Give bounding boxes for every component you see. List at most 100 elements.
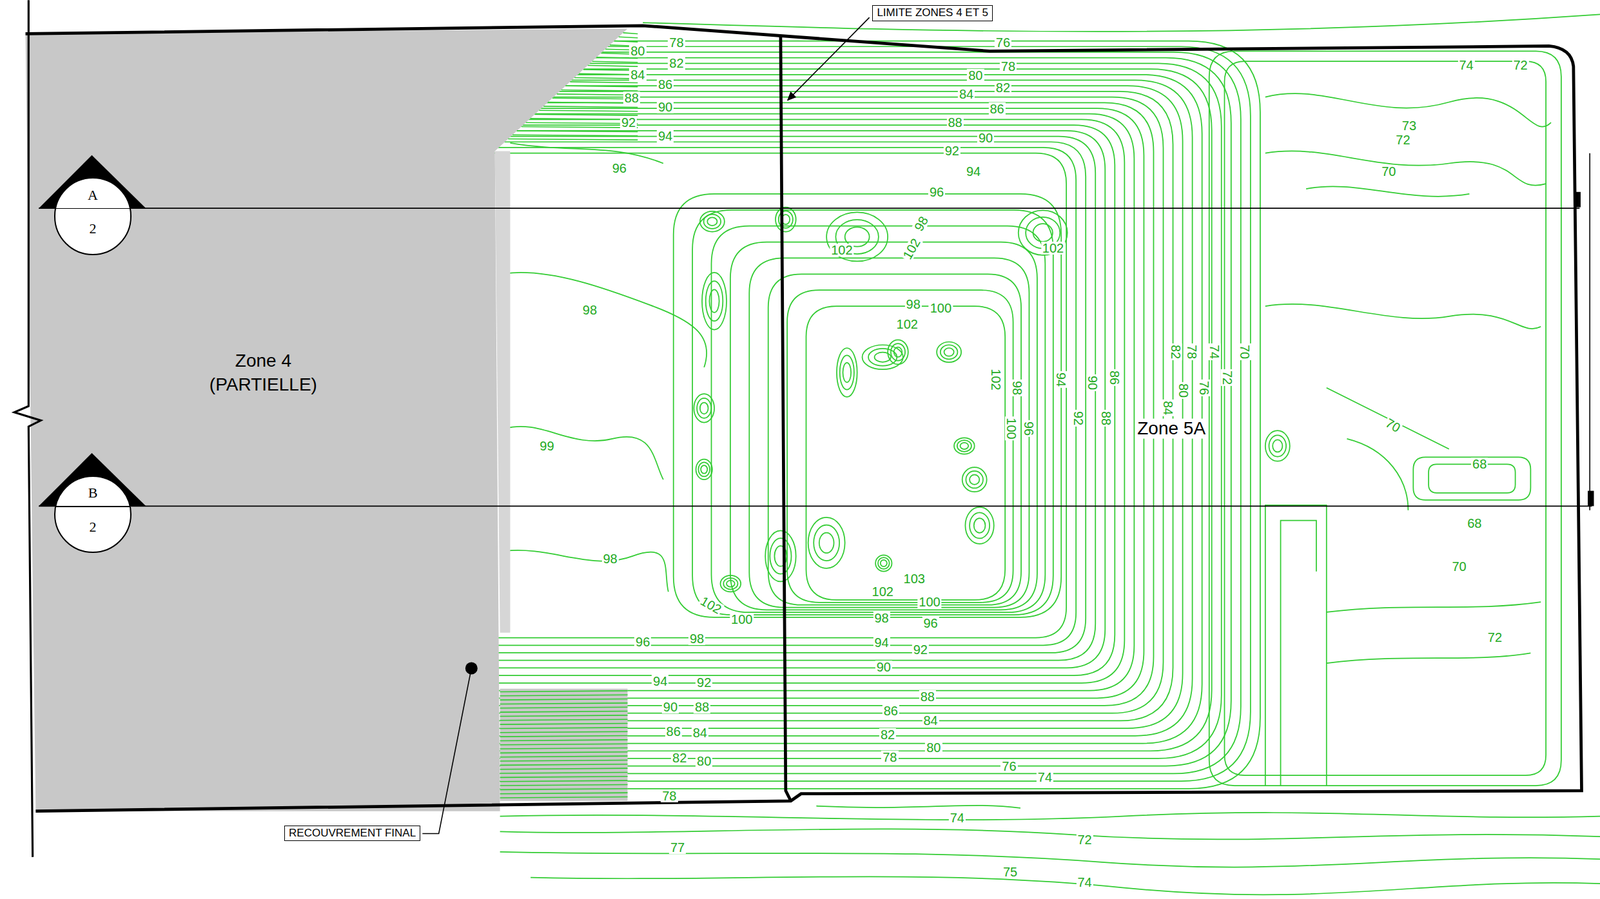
callout-box: RECOUVREMENT FINAL (284, 825, 421, 842)
contour-line (500, 768, 628, 770)
contour-elevation: 72 (1220, 369, 1234, 387)
contour-elevation: 70 (1380, 165, 1397, 178)
contour-elevation: 78 (881, 751, 898, 764)
contour-line (618, 36, 639, 39)
contour-line (969, 512, 990, 539)
contour-line (960, 442, 969, 450)
contour-line (703, 214, 722, 229)
contour-line (500, 703, 628, 705)
contour-line (569, 81, 638, 84)
contour-line (489, 130, 1105, 669)
zone-label: (PARTIELLE) (207, 374, 320, 395)
contour-elevation: 100 (928, 301, 953, 315)
contour-elevation: 74 (1208, 343, 1221, 361)
contour-line (500, 772, 628, 774)
contour-line (965, 471, 984, 489)
contour-elevation: 88 (946, 116, 964, 129)
contour-line (1272, 439, 1283, 452)
contour-line (500, 829, 1600, 840)
contour-line (936, 342, 962, 363)
contour-elevation: 76 (994, 36, 1012, 49)
zone-boundary (25, 25, 1582, 812)
contour-line (500, 715, 628, 717)
contour-elevation: 80 (695, 754, 713, 768)
contour-elevation: 88 (919, 690, 937, 704)
callout-text: RECOUVREMENT FINAL (288, 827, 416, 840)
contour-line (1224, 61, 1546, 776)
contour-line (805, 306, 1005, 601)
leader-dot (465, 662, 478, 675)
contour-line (707, 217, 717, 226)
contour-line (749, 257, 1029, 608)
contour-elevation: 90 (656, 100, 674, 114)
contour-line (500, 796, 628, 799)
contour-line (587, 65, 639, 68)
contour-elevation: 82 (671, 751, 688, 765)
contour-elevation: 84 (629, 68, 646, 82)
contour-elevation: 94 (873, 636, 891, 650)
contour-line (836, 348, 858, 398)
contour-elevation: 96 (634, 635, 652, 649)
property-line (1589, 153, 1591, 511)
contour-line (839, 355, 855, 390)
contour-line (489, 153, 1067, 639)
contour-elevation: 68 (1465, 517, 1483, 530)
callout-text: LIMITE ZONES 4 ET 5 (876, 7, 989, 20)
contour-line (489, 102, 1154, 706)
contour-line (711, 226, 1046, 613)
contour-elevation: 102 (899, 235, 924, 263)
contour-elevation: 86 (988, 102, 1005, 116)
contour-line (816, 805, 1021, 809)
contour-elevation: 92 (943, 144, 961, 158)
contour-elevation: 78 (1185, 343, 1199, 361)
contour-line (500, 694, 628, 697)
contour-line (808, 517, 846, 569)
contour-elevation: 68 (1471, 457, 1488, 471)
contour-line (517, 130, 638, 133)
contour-elevation: 98 (581, 303, 599, 317)
contour-elevation: 73 (1400, 119, 1418, 133)
contour-line (726, 580, 735, 588)
contour-elevation: 92 (912, 643, 929, 657)
contour-elevation: 77 (669, 841, 686, 855)
zone-region: Zone 5A (785, 45, 1577, 794)
contour-elevation: 80 (925, 741, 942, 755)
contour-elevation: 82 (879, 728, 897, 742)
contour-elevation: 88 (623, 91, 641, 105)
contour-elevation: 82 (994, 81, 1012, 95)
contour-line (500, 764, 628, 766)
hatch-group (500, 32, 639, 799)
contour-line (500, 699, 628, 701)
contour-line (1413, 457, 1531, 500)
contour-line (500, 711, 628, 713)
contour-line (500, 789, 628, 791)
contour-line (565, 85, 638, 88)
contour-line (696, 459, 713, 481)
contour-elevation: 80 (966, 68, 984, 82)
contour-elevation: 78 (667, 36, 685, 49)
contour-line (500, 756, 628, 758)
contour-elevation: 102 (1041, 241, 1065, 255)
contour-line (700, 402, 709, 415)
contour-line (500, 740, 628, 742)
contour-elevation: 74 (1076, 876, 1094, 889)
contour-line (875, 555, 892, 572)
contour-elevation: 86 (882, 704, 900, 718)
section-tick (1574, 192, 1581, 208)
contour-line (1306, 186, 1470, 197)
contour-elevation: 92 (1072, 409, 1085, 427)
contour-line (705, 281, 724, 322)
contour-line (500, 736, 628, 738)
section-marker: B2 (54, 475, 132, 554)
contour-elevation: 94 (651, 674, 669, 688)
contour-line (489, 79, 1193, 736)
contour-line (768, 273, 1022, 605)
contour-line (500, 723, 628, 726)
contour-elevation: 96 (928, 185, 946, 199)
contour-line (500, 748, 628, 750)
contour-line (505, 550, 669, 592)
contour-line (954, 437, 975, 454)
contour-elevation: 96 (1022, 420, 1036, 438)
